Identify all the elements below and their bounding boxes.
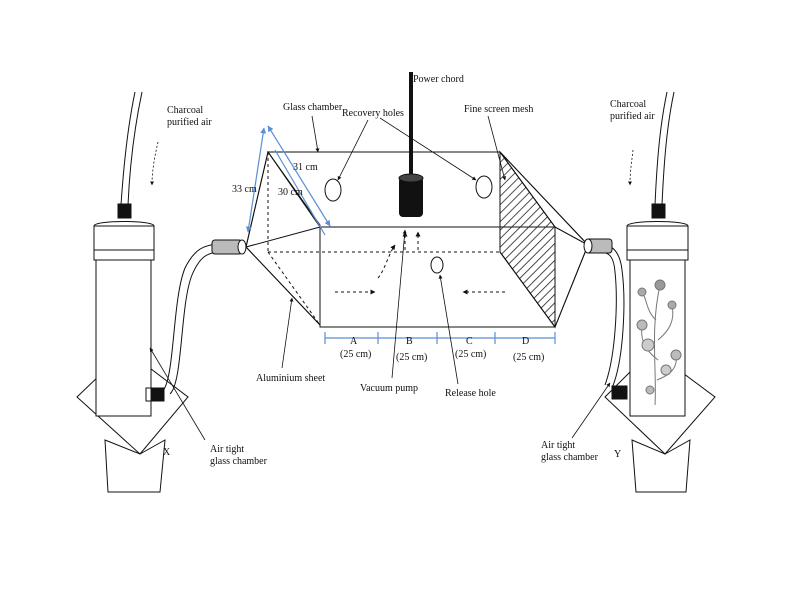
recovery-holes-label: Recovery holes	[342, 108, 404, 119]
air-inflow-arrows	[150, 141, 634, 186]
section-a-length: (25 cm)	[340, 349, 371, 360]
section-d-label: D	[522, 336, 529, 347]
power-chord-label: Power chord	[413, 74, 464, 85]
section-b-length: (25 cm)	[396, 352, 427, 363]
right-connecting-tube	[599, 243, 625, 389]
section-c-length: (25 cm)	[455, 349, 486, 360]
dimension-30-label: 30 cm	[278, 187, 303, 198]
right-outlet-valve	[611, 385, 628, 400]
air-tight-right-label-2: glass chamber	[541, 452, 599, 463]
fine-screen-mesh-label: Fine screen mesh	[464, 104, 533, 115]
air-tight-right-label-1: Air tight	[541, 440, 575, 451]
plant-icon	[636, 279, 682, 406]
dimension-33-label: 33 cm	[232, 184, 257, 195]
section-b-label: B	[406, 336, 413, 347]
charcoal-left-label-2: purified air	[167, 117, 212, 128]
airflow-arrows	[335, 231, 505, 295]
recovery-hole-right[interactable]	[475, 175, 493, 199]
right-tube-connector	[583, 238, 613, 254]
release-hole[interactable]	[430, 256, 444, 274]
charcoal-right-label-2: purified air	[610, 111, 655, 122]
air-tight-left-label-1: Air tight	[210, 444, 244, 455]
leader-lines	[149, 115, 611, 441]
right-inlet-valve	[651, 203, 666, 219]
left-aluminium-funnel	[245, 150, 321, 327]
dimension-arrows	[245, 125, 556, 344]
chamber-y-label: Y	[614, 449, 621, 460]
section-a-label: A	[350, 336, 358, 347]
vacuum-pump-icon	[398, 173, 424, 217]
air-tight-left-label-2: glass chamber	[210, 456, 268, 467]
chamber-x-label: X	[163, 447, 171, 458]
release-hole-label: Release hole	[445, 388, 496, 399]
right-air-tight-chamber	[604, 91, 716, 493]
dimension-31-label: 31 cm	[293, 162, 318, 173]
section-d-length: (25 cm)	[513, 352, 544, 363]
section-c-label: C	[466, 336, 473, 347]
vacuum-pump-label: Vacuum pump	[360, 383, 418, 394]
recovery-hole-left[interactable]	[324, 178, 342, 202]
charcoal-right-label-1: Charcoal	[610, 99, 646, 110]
aluminium-sheet-label: Aluminium sheet	[256, 373, 325, 384]
left-connecting-tube	[161, 243, 219, 395]
glass-chamber-label: Glass chamber	[283, 102, 343, 113]
left-tube-connector	[211, 239, 247, 255]
left-inlet-valve	[117, 203, 132, 219]
fine-screen-mesh	[499, 150, 556, 329]
left-air-tight-chamber	[76, 91, 189, 493]
charcoal-left-label-1: Charcoal	[167, 105, 203, 116]
